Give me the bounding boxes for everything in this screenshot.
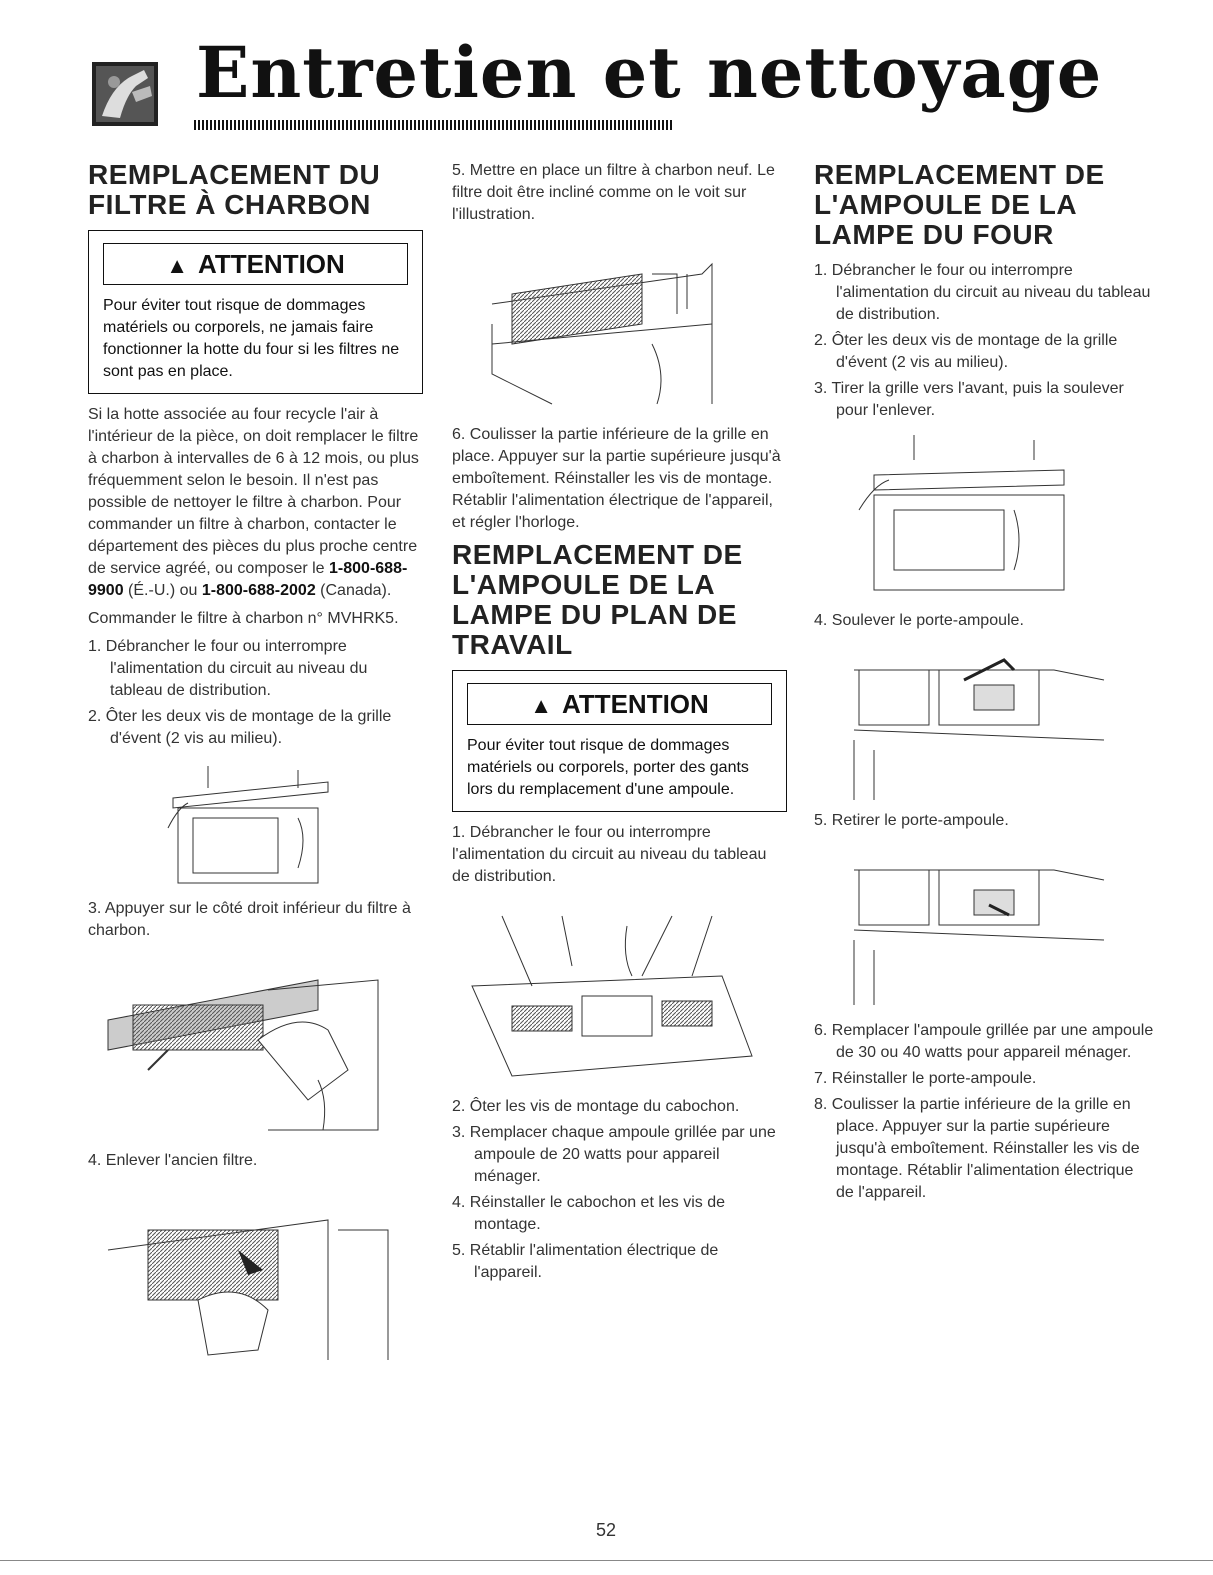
page-number: 52 — [596, 1520, 617, 1540]
warning-text: Pour éviter tout risque de dommages maté… — [467, 737, 749, 798]
warning-label: ATTENTION — [197, 249, 345, 279]
warning-box: ▲ ATTENTION Pour éviter tout risque de do… — [88, 230, 423, 394]
list-item: 1. Débrancher le four ou interrompre l'a… — [88, 638, 368, 699]
step-6: 6. Coulisser la partie inférieure de la … — [452, 426, 781, 531]
section-heading-oven-lamp: REMPLACEMENT DE L'AMPOULE DE LA LAMPE DU… — [814, 159, 1105, 250]
list-item: 1. Débrancher le four ou interrompre l'a… — [814, 262, 1151, 323]
lamp-cover-illustration — [471, 915, 753, 1077]
list-item: 2. Ôter les vis de montage du cabochon. — [452, 1098, 740, 1115]
step-list: 2. Ôter les vis de montage du cabochon. … — [452, 1096, 787, 1284]
phone-us: 1-800-688-9900 — [88, 560, 408, 599]
warning-triangle-icon: ▲ — [530, 693, 552, 718]
warning-label: ATTENTION — [561, 689, 709, 719]
phone-ca: 1-800-688-2002 — [201, 582, 316, 599]
warning-box: ▲ ATTENTION Pour éviter tout risque de do… — [452, 670, 787, 812]
step-list: 6. Remplacer l'ampoule grillée par une a… — [814, 1020, 1154, 1204]
step-3: 3. Appuyer sur le côté droit inférieur d… — [88, 900, 411, 939]
intro-text: Si la hotte associée au four recycle l'a… — [88, 406, 419, 577]
intro-paragraph: Si la hotte associée au four recycle l'a… — [88, 404, 423, 602]
press-filter-illustration — [107, 979, 379, 1131]
page-title: Entretien et nettoyage — [196, 31, 1103, 114]
list-item: 5. Rétablir l'alimentation électrique de… — [452, 1242, 719, 1281]
column-3: REMPLACEMENT DE L'AMPOULE DE LA LAMPE DU… — [814, 160, 1154, 1208]
vent-grille-illustration — [167, 766, 329, 884]
warning-header: ▲ ATTENTION — [467, 683, 772, 725]
step-5: 5. Mettre en place un filtre à charbon n… — [452, 162, 775, 223]
warning-text: Pour éviter tout risque de dommages maté… — [103, 297, 400, 380]
bottom-divider — [0, 1560, 1213, 1561]
step-1: 1. Débrancher le four ou interrompre l'a… — [452, 824, 767, 885]
list-item: 8. Coulisser la partie inférieure de la … — [814, 1096, 1140, 1201]
list-item: 7. Réinstaller le porte-ampoule. — [814, 1070, 1037, 1087]
order-text: Commander le filtre à charbon n° MVHRK5. — [88, 610, 399, 627]
list-item: 3. Tirer la grille vers l'avant, puis la… — [814, 380, 1124, 419]
warning-triangle-icon: ▲ — [166, 253, 188, 278]
step-list: 1. Débrancher le four ou interrompre l'a… — [88, 636, 423, 750]
section-heading-countertop-lamp: REMPLACEMENT DE L'AMPOULE DE LA LAMPE DU… — [452, 539, 743, 660]
remove-filter-illustration — [107, 1219, 389, 1360]
step-5: 5. Retirer le porte-ampoule. — [814, 812, 1009, 829]
column-2: 5. Mettre en place un filtre à charbon n… — [452, 160, 787, 1288]
section-heading-charcoal-filter: REMPLACEMENT DU FILTRE À CHARBON — [88, 159, 381, 220]
warning-header: ▲ ATTENTION — [103, 243, 408, 285]
cleaning-hand-icon — [92, 62, 158, 126]
list-item: 3. Remplacer chaque ampoule grillée par … — [452, 1124, 776, 1185]
step-4: 4. Soulever le porte-ampoule. — [814, 612, 1024, 629]
remove-lamp-holder-illustration — [853, 869, 1105, 1005]
list-item: 2. Ôter les deux vis de montage de la gr… — [814, 332, 1118, 371]
step-list: 1. Débrancher le four ou interrompre l'a… — [814, 260, 1154, 422]
title-underline — [194, 120, 672, 130]
pull-grille-illustration — [858, 435, 1065, 591]
phone-ca-label: (Canada). — [320, 582, 392, 599]
column-1: REMPLACEMENT DU FILTRE À CHARBON ▲ ATTENT… — [88, 160, 423, 1380]
list-item: 6. Remplacer l'ampoule grillée par une a… — [814, 1022, 1154, 1061]
list-item: 4. Réinstaller le cabochon et les vis de… — [452, 1194, 726, 1233]
step-4: 4. Enlever l'ancien filtre. — [88, 1152, 258, 1169]
phone-us-label: (É.-U.) ou — [128, 582, 198, 599]
new-filter-illustration — [491, 262, 713, 405]
list-item: 2. Ôter les deux vis de montage de la gr… — [88, 708, 392, 747]
lift-lamp-holder-illustration — [853, 658, 1105, 800]
